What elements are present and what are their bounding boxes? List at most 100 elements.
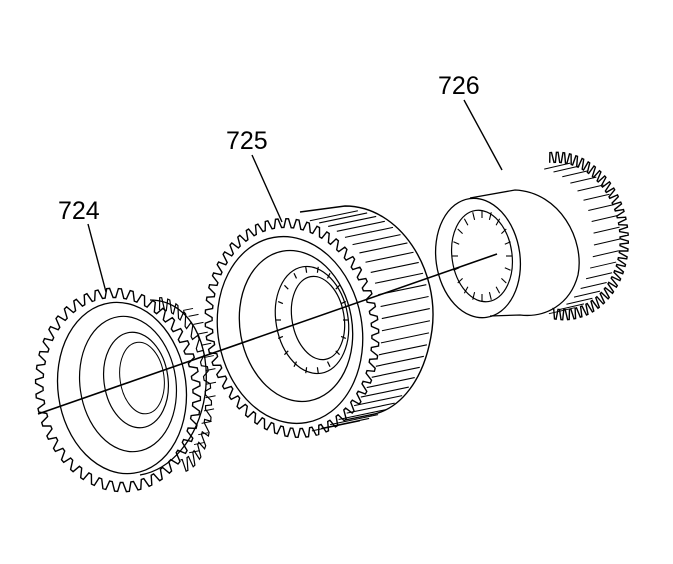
shade-line: [201, 342, 212, 346]
shade-line: [329, 414, 379, 426]
leader-724: [87, 223, 107, 293]
shade-line: [488, 212, 492, 220]
shade-line: [381, 308, 430, 320]
shade-line: [189, 450, 200, 454]
shade-line: [453, 267, 460, 271]
gear-724-inner-ring: [78, 315, 178, 453]
gear-724-face-ring: [56, 301, 188, 475]
shade-line: [326, 361, 331, 368]
shade-line: [193, 321, 204, 325]
leader-726: [463, 99, 503, 171]
shade-line: [316, 266, 319, 273]
shade-line: [593, 226, 620, 234]
gear-726: [434, 151, 629, 321]
shade-line: [378, 284, 427, 296]
gear-726-teeth: [549, 151, 629, 321]
shade-line: [293, 361, 298, 368]
shade-line: [188, 313, 199, 317]
shade-line: [335, 284, 341, 290]
shade-line: [588, 203, 615, 211]
assembly-centerline: [37, 253, 498, 415]
shade-line: [335, 350, 341, 356]
shade-line: [354, 395, 403, 407]
shade-line: [305, 367, 308, 374]
shade-line: [205, 368, 216, 372]
shade-line: [580, 282, 607, 290]
shade-line: [293, 272, 298, 279]
shade-line: [374, 272, 424, 284]
shade-line: [548, 307, 576, 315]
callout-725: 725: [226, 127, 268, 155]
gear-726-hub-face: [434, 197, 522, 319]
gear-726-helical-lines: [544, 162, 621, 315]
shade-line: [346, 402, 395, 414]
shade-line: [277, 335, 284, 340]
shade-line: [365, 251, 414, 263]
gear-725-helical-lines: [309, 210, 431, 432]
shade-line: [590, 261, 617, 269]
shade-line: [381, 320, 431, 332]
shade-line: [360, 386, 409, 398]
shade-line: [197, 331, 208, 335]
shade-line: [592, 250, 619, 258]
shade-line: [375, 355, 424, 367]
gear-726-hub: [469, 189, 580, 317]
shade-line: [283, 284, 289, 290]
shade-line: [488, 292, 492, 300]
shade-line: [501, 277, 507, 284]
gear-725-teeth: [204, 217, 380, 439]
shade-line: [380, 295, 429, 308]
shade-line: [472, 212, 476, 220]
shade-line: [201, 420, 212, 424]
shade-line: [504, 241, 511, 245]
shade-line: [562, 170, 589, 178]
shade-line: [311, 420, 361, 432]
gear-725-face-ring: [216, 235, 364, 425]
shade-line: [359, 242, 408, 254]
gear-725: [204, 205, 434, 439]
shade-line: [309, 210, 358, 222]
shade-line: [463, 286, 469, 294]
shade-line: [544, 162, 571, 170]
callout-724: 724: [58, 197, 100, 225]
shade-line: [504, 267, 511, 271]
shade-line: [573, 290, 601, 298]
gear-724-teeth: [34, 287, 202, 493]
shade-line: [203, 408, 215, 412]
shade-line: [277, 300, 284, 305]
shade-line: [366, 377, 415, 389]
gear-724-bore-inner: [119, 341, 165, 415]
gear-724-shading: [182, 307, 217, 454]
gear-726-bore: [451, 209, 513, 303]
shade-line: [336, 220, 385, 232]
shade-line: [370, 261, 419, 273]
shade-line: [593, 238, 621, 246]
shade-line: [472, 292, 476, 300]
shade-line: [570, 176, 597, 184]
gear-725-drum: [299, 205, 434, 421]
shade-line: [463, 218, 469, 226]
shade-line: [326, 272, 331, 279]
gear-725-rollers: [276, 266, 348, 374]
shade-line: [501, 228, 507, 235]
shade-line: [328, 215, 377, 227]
shade-line: [591, 215, 618, 223]
shade-line: [305, 266, 308, 273]
shade-line: [378, 344, 428, 356]
gear-724-rear-teeth: [158, 297, 213, 473]
shade-line: [198, 432, 209, 436]
shade-line: [457, 228, 463, 235]
shade-line: [344, 226, 394, 238]
shade-line: [283, 350, 289, 356]
shade-line: [316, 367, 319, 374]
shade-line: [566, 297, 593, 305]
callout-726: 726: [438, 72, 480, 100]
shade-line: [577, 184, 604, 192]
gear-725-carrier-ring: [238, 249, 354, 403]
shade-line: [352, 234, 401, 246]
shade-line: [340, 300, 347, 305]
shade-line: [205, 381, 217, 385]
leader-725: [251, 154, 283, 223]
shade-line: [553, 165, 580, 173]
gear-725-bearing-outer: [274, 265, 350, 375]
